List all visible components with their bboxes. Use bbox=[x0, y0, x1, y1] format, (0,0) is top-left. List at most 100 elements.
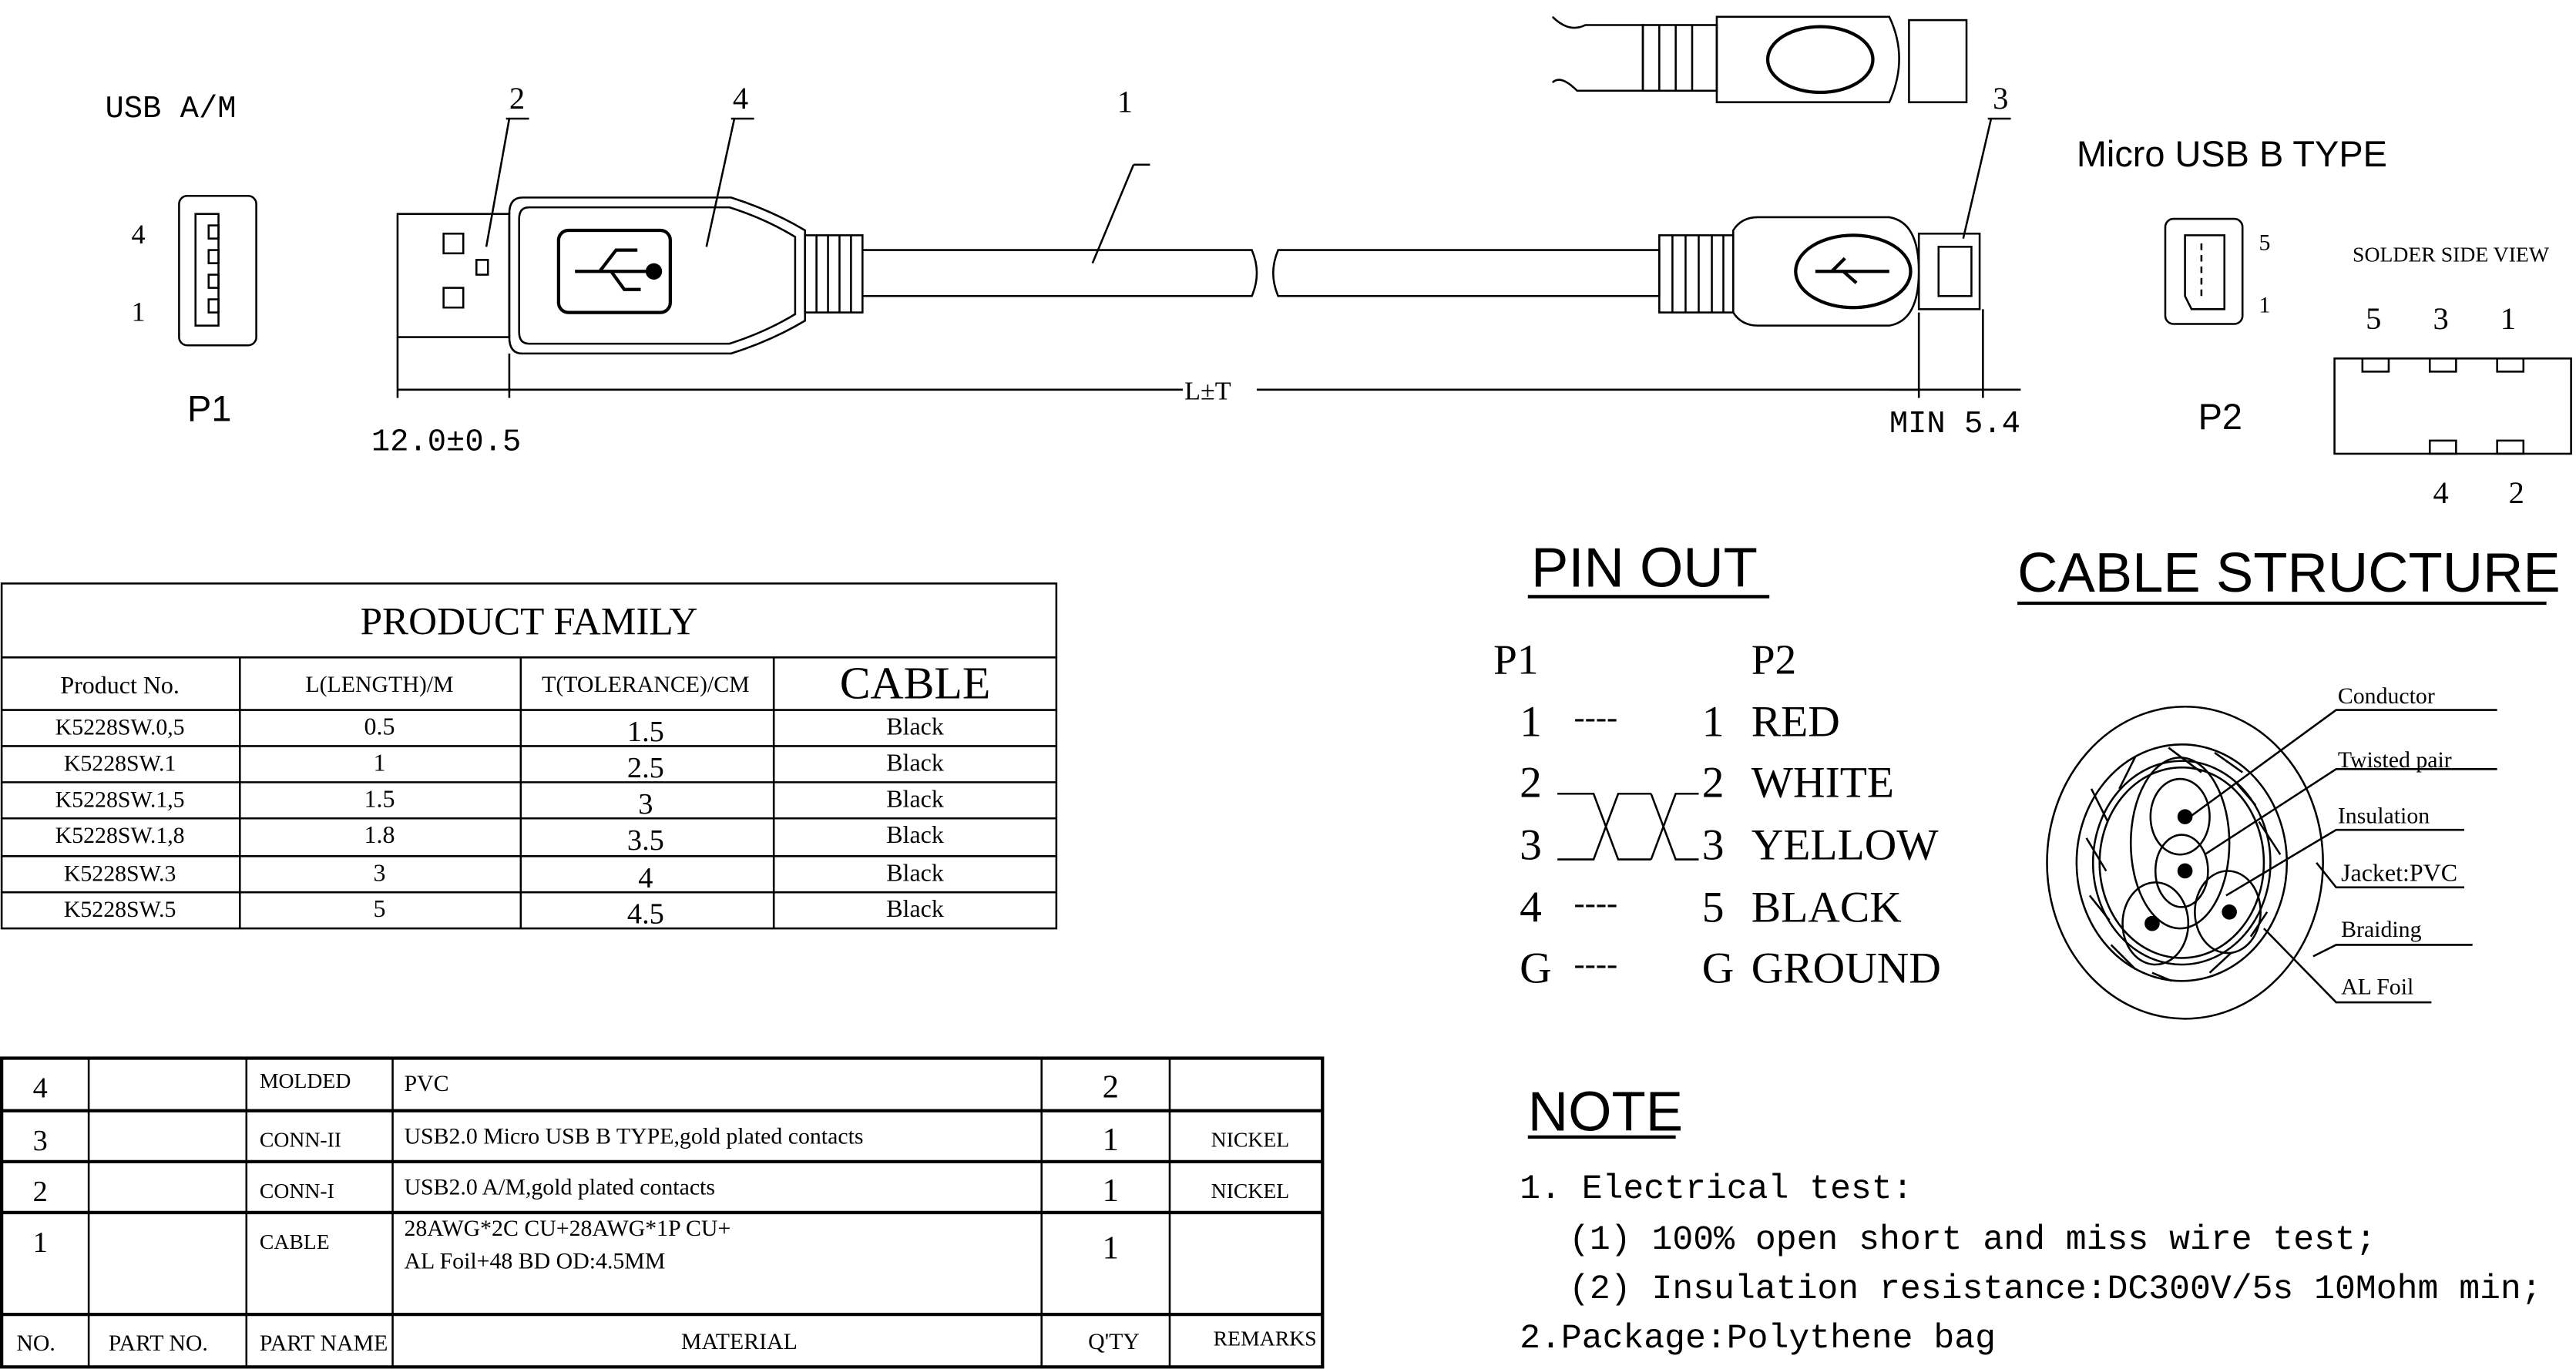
callout-3: 3 bbox=[1993, 81, 2008, 116]
pinout-p2: P2 bbox=[1751, 636, 1797, 683]
pin-color: RED bbox=[1751, 698, 1840, 747]
table-row: K5228SW.1 1 2.5 Black bbox=[64, 749, 944, 784]
callouts bbox=[485, 117, 2011, 264]
cable-structure: CABLE STRUCTURE Conductor Twisted pair I… bbox=[2017, 542, 2561, 1020]
cell-product-no: K5228SW.0,5 bbox=[55, 715, 185, 740]
p2-label: P2 bbox=[2198, 397, 2242, 437]
cell-cable-color: Black bbox=[886, 785, 944, 812]
pin-p1: G bbox=[1520, 944, 1552, 992]
bom-qty: 2 bbox=[1103, 1069, 1119, 1106]
cell-cable-color: Black bbox=[886, 859, 944, 886]
pin-p1: 1 bbox=[1520, 698, 1542, 747]
note-line: 2.Package:Polythene bag bbox=[1520, 1320, 1996, 1358]
cell-length: 5 bbox=[374, 895, 386, 922]
pin-p2: 1 bbox=[1702, 698, 1725, 747]
pin-p2: G bbox=[1702, 944, 1735, 992]
solder-side-view bbox=[2333, 357, 2572, 455]
callout-4: 4 bbox=[733, 81, 748, 116]
bom-material: PVC bbox=[404, 1071, 448, 1096]
cell-product-no: K5228SW.1,8 bbox=[55, 823, 185, 848]
dim-cable-length: L±T bbox=[1184, 377, 1231, 406]
label-al-foil: AL Foil bbox=[2341, 974, 2413, 999]
note-line: (2) Insulation resistance:DC300V/5s 10Mo… bbox=[1569, 1270, 2542, 1309]
header-product-no: Product No. bbox=[60, 672, 180, 699]
cell-cable-color: Black bbox=[886, 821, 944, 848]
bom-header-remarks: REMARKS bbox=[1214, 1327, 1317, 1351]
note-title: NOTE bbox=[1528, 1080, 1683, 1143]
bom-qty: 1 bbox=[1103, 1230, 1119, 1267]
bom-part-name: MOLDED bbox=[260, 1069, 351, 1092]
bom-material: 28AWG*2C CU+28AWG*1P CU+ bbox=[404, 1216, 730, 1241]
product-family-title: PRODUCT FAMILY bbox=[361, 599, 698, 643]
pin-color: BLACK bbox=[1751, 884, 1902, 932]
bom-no: 2 bbox=[33, 1176, 48, 1208]
pinout-p1: P1 bbox=[1493, 636, 1539, 683]
cell-length: 0.5 bbox=[364, 713, 395, 740]
bom-qty: 1 bbox=[1103, 1122, 1119, 1158]
solder-pin: 3 bbox=[2433, 301, 2449, 336]
cell-tolerance: 4.5 bbox=[627, 898, 664, 931]
dim-plug-length: 12.0±0.5 bbox=[371, 425, 521, 461]
cell-tolerance: 3 bbox=[638, 788, 653, 820]
pin-out-title: PIN OUT bbox=[1531, 537, 1758, 599]
cell-length: 1.8 bbox=[364, 821, 395, 848]
label-twisted-pair: Twisted pair bbox=[2338, 747, 2452, 773]
cell-length: 1 bbox=[374, 749, 386, 776]
cell-tolerance: 3.5 bbox=[627, 824, 664, 857]
bom-no: 3 bbox=[33, 1125, 48, 1157]
callout-2: 2 bbox=[509, 81, 525, 116]
header-tolerance: T(TOLERANCE)/CM bbox=[542, 672, 750, 697]
p1-type-label: USB A/M bbox=[105, 92, 236, 127]
bom-material: AL Foil+48 BD OD:4.5MM bbox=[404, 1248, 665, 1273]
solder-side-title: SOLDER SIDE VIEW bbox=[2353, 243, 2550, 267]
cell-cable-color: Black bbox=[886, 895, 944, 922]
pin-link: ---- bbox=[1573, 700, 1617, 736]
usb-logo-icon bbox=[1794, 233, 1913, 310]
label-conductor: Conductor bbox=[2338, 683, 2435, 709]
pin-p2: 3 bbox=[1702, 821, 1725, 870]
cell-cable-color: Black bbox=[886, 749, 944, 776]
pin-color: WHITE bbox=[1751, 759, 1894, 807]
cell-length: 3 bbox=[374, 859, 386, 886]
table-row: K5228SW.1,8 1.8 3.5 Black bbox=[55, 821, 944, 857]
bom-remarks: NICKEL bbox=[1211, 1128, 1290, 1152]
note-line: 1. Electrical test: bbox=[1520, 1170, 1913, 1209]
pin-row: 1 ---- 1 RED bbox=[1520, 698, 1840, 747]
cell-product-no: K5228SW.1 bbox=[64, 750, 176, 776]
cell-tolerance: 2.5 bbox=[627, 752, 664, 784]
bom-part-name: CABLE bbox=[260, 1230, 330, 1253]
cable-cross-section bbox=[2046, 706, 2497, 1020]
bom-header-part-name: PART NAME bbox=[260, 1330, 388, 1356]
notes: NOTE 1. Electrical test: (1) 100% open s… bbox=[1520, 1080, 2542, 1357]
bom-no: 4 bbox=[33, 1072, 48, 1105]
p2-type-label: Micro USB B TYPE bbox=[2077, 134, 2387, 174]
table-row: K5228SW.1,5 1.5 3 Black bbox=[55, 785, 944, 820]
header-length: L(LENGTH)/M bbox=[305, 672, 453, 697]
dim-min: MIN 5.4 bbox=[1889, 407, 2020, 442]
pin-p2: 5 bbox=[1702, 884, 1725, 932]
p2-pin-5: 5 bbox=[2259, 230, 2271, 256]
bom-no: 1 bbox=[33, 1226, 48, 1259]
bom-row: 4 MOLDED PVC 2 bbox=[33, 1069, 1119, 1106]
bom-part-name: CONN-I bbox=[260, 1179, 334, 1203]
pin-link: ---- bbox=[1573, 885, 1617, 921]
bom-header-qty: Q'TY bbox=[1088, 1329, 1140, 1354]
bom-header-material: MATERIAL bbox=[681, 1329, 798, 1354]
cell-product-no: K5228SW.5 bbox=[64, 897, 176, 922]
cell-product-no: K5228SW.1,5 bbox=[55, 787, 185, 812]
p1-pin-4: 4 bbox=[132, 219, 146, 250]
table-row: K5228SW.5 5 4.5 Black bbox=[64, 895, 944, 931]
product-family-table: PRODUCT FAMILY Product No. L(LENGTH)/M T… bbox=[0, 582, 1058, 931]
cell-length: 1.5 bbox=[364, 785, 395, 812]
bom-header-no: NO. bbox=[16, 1330, 55, 1356]
